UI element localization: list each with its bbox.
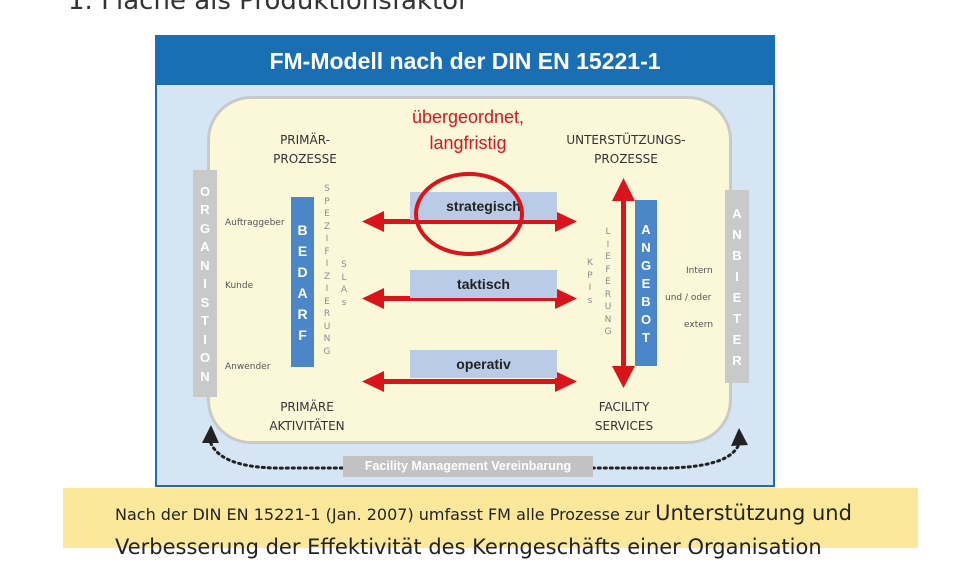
vertical-letter: A	[641, 221, 651, 237]
vertical-letter: E	[641, 275, 651, 291]
role-intern: Intern	[686, 266, 713, 276]
vertical-letter: O	[640, 311, 652, 327]
agreement-dotted-curve	[207, 435, 742, 470]
vertical-letter: E	[732, 289, 742, 305]
vertical-letter: N	[641, 239, 651, 255]
vertical-letter: A	[340, 285, 348, 295]
vertical-letter: S	[341, 260, 347, 270]
agreement-label: Facility Management Vereinbarung	[343, 456, 593, 477]
vertical-letter: S	[200, 294, 210, 310]
vertical-letter: R	[200, 202, 210, 217]
role-auftraggeber: Auftraggeber	[225, 218, 285, 228]
vertical-letter: I	[203, 276, 207, 291]
vertical-letter: N	[732, 226, 742, 242]
vertical-letter: E	[605, 277, 611, 287]
vertical-letter: T	[733, 310, 741, 326]
vertical-letter: P	[324, 196, 330, 207]
vertical-letter: U	[323, 321, 331, 332]
vertical-letter: E	[324, 209, 330, 219]
vertical-letter: G	[323, 346, 331, 357]
vertical-letter: F	[324, 246, 330, 257]
vertical-letter: N	[200, 368, 210, 384]
vertical-letter: I	[588, 283, 592, 293]
diagram-header: FM-Modell nach der DIN EN 15221-1	[157, 37, 773, 85]
vertical-letter: U	[604, 302, 612, 312]
vertical-letter: Z	[323, 221, 331, 232]
vertical-letter: O	[199, 350, 211, 365]
vertical-letter: E	[324, 296, 330, 307]
vertical-letter: E	[732, 331, 742, 347]
vertical-letter: Z	[323, 271, 331, 282]
vertical-letter: K	[587, 258, 593, 268]
vertical-letter: T	[201, 313, 209, 328]
note-box	[63, 488, 918, 548]
vertical-letter: I	[203, 331, 207, 347]
vertical-letter: s	[587, 295, 593, 306]
note-line2: Verbesserung der Effektivität des Kernge…	[115, 535, 822, 559]
arrow-tactical	[362, 288, 577, 309]
vertical-letter: A	[297, 284, 308, 301]
vertical-letter: E	[605, 252, 611, 262]
vertical-letter: I	[735, 268, 739, 284]
vertical-letter: F	[605, 264, 611, 275]
vertical-letter: T	[642, 329, 650, 345]
vertical-letter: R	[604, 289, 612, 300]
vertical-letter: A	[200, 239, 210, 254]
vertical-letter: B	[297, 221, 308, 238]
vertical-letter: I	[606, 239, 610, 250]
vertical-letter: R	[323, 309, 331, 319]
highlight-text: übergeordnet, langfristig	[411, 107, 525, 153]
primary-activities-label: PRIMÄRE AKTIVITÄTEN	[269, 400, 345, 433]
vertical-letter: I	[325, 284, 329, 294]
primary-processes-label: PRIMÄR- PROZESSE	[273, 133, 337, 166]
vertical-letter: F	[298, 326, 307, 343]
vertical-letter: s	[341, 297, 347, 308]
vertical-letter: N	[323, 334, 331, 344]
vertical-letter: I	[325, 234, 329, 244]
role-extern: extern	[684, 320, 714, 330]
arrow-operative	[362, 371, 577, 392]
vertical-letter: L	[341, 272, 347, 283]
vertical-letter: G	[199, 220, 211, 236]
vertical-letter: D	[297, 263, 308, 280]
vertical-letter: S	[324, 184, 330, 194]
facility-services-label: FACILITY SERVICES	[594, 400, 654, 433]
vertical-letter: N	[604, 314, 612, 325]
vertical-letter: G	[604, 327, 612, 337]
role-anwender: Anwender	[225, 362, 271, 372]
vertical-letter: P	[587, 270, 593, 281]
vertical-letter: B	[732, 247, 742, 263]
note-part1: Nach der DIN EN 15221-1 (Jan. 2007) umfa…	[115, 505, 656, 524]
vertical-letter: R	[732, 352, 742, 368]
level-operative: operativ	[410, 350, 557, 378]
level-tactical: taktisch	[410, 270, 557, 298]
note-text: Nach der DIN EN 15221-1 (Jan. 2007) umfa…	[115, 497, 915, 565]
vertical-letter: E	[297, 242, 308, 259]
vertical-letter: L	[605, 227, 611, 237]
slide-title: 1. Fläche als Produktionsfaktor	[68, 0, 469, 16]
arrow-vertical	[612, 178, 635, 388]
vertical-letter: O	[199, 183, 211, 199]
vertical-letter: N	[200, 257, 210, 273]
role-kunde: Kunde	[225, 281, 254, 291]
level-strategic: strategisch	[410, 192, 557, 220]
role-und-oder: und / oder	[665, 293, 712, 303]
vertical-letter: A	[732, 205, 742, 221]
vertical-letter: G	[640, 257, 652, 273]
note-part2: Unterstützung und	[655, 501, 852, 525]
support-processes-label: UNTERSTÜTZUNGS- PROZESSE	[566, 133, 686, 166]
vertical-letter: B	[641, 293, 651, 309]
vertical-letter: I	[325, 259, 329, 269]
vertical-letter: R	[297, 305, 308, 322]
